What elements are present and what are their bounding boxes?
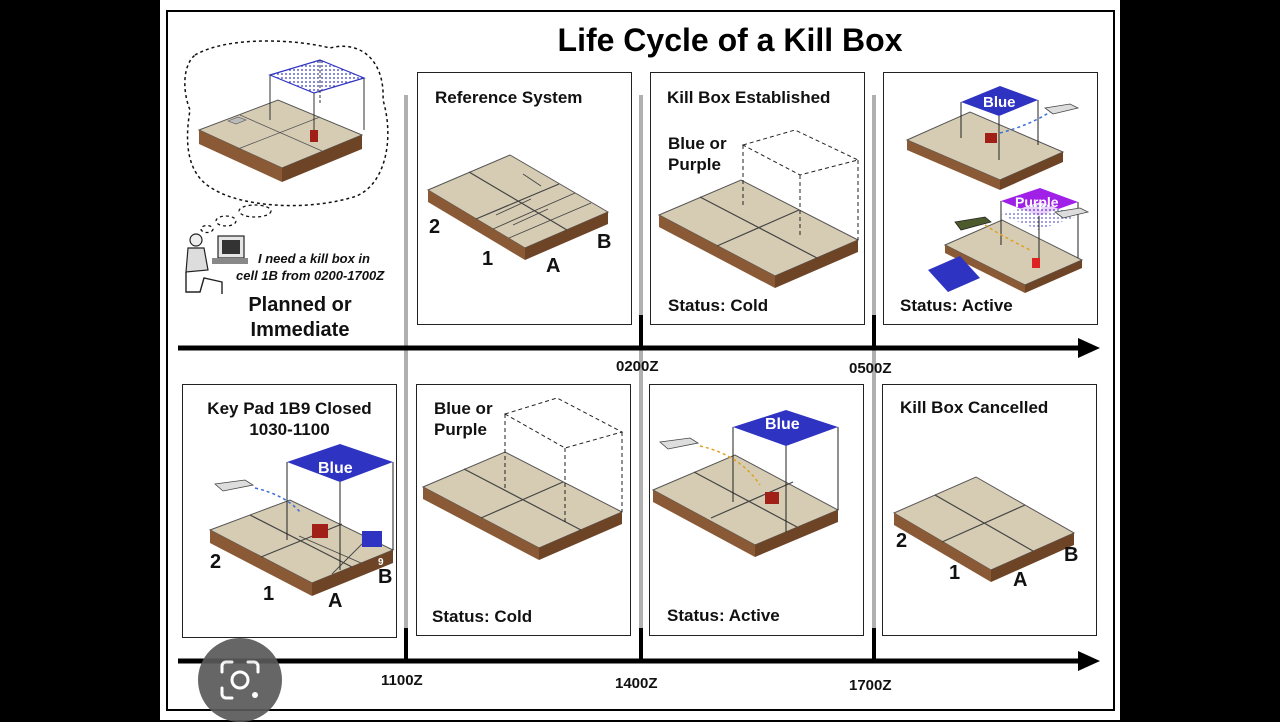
- keypad-kill-box: [208, 444, 395, 596]
- active-top-purple-label: Purple: [1015, 194, 1059, 210]
- time-label-0500z: 0500Z: [849, 360, 892, 377]
- keypad-blue-label: Blue: [318, 460, 353, 477]
- cold-bottom-status: Status: Cold: [432, 607, 533, 626]
- planning-request-quote: I need a kill box in cell 1B from 0200-1…: [236, 250, 416, 284]
- cancelled-kill-box: [892, 476, 1076, 582]
- established-kill-box: [657, 129, 860, 288]
- established-box-label: Blue or Purple: [668, 133, 727, 175]
- cold-bottom-kill-box: [421, 397, 624, 560]
- keypad-number-label: 9: [378, 557, 384, 568]
- cancelled-title: Kill Box Cancelled: [900, 398, 1049, 417]
- timeline-arrow-top: [178, 315, 1100, 358]
- keypad-grid-label-b: B: [378, 566, 393, 588]
- keypad-title-line-2: 1030-1100: [249, 420, 330, 439]
- planning-mode-line-2: Immediate: [250, 319, 350, 341]
- active-top-status: Status: Active: [900, 296, 1013, 315]
- time-label-1400z: 1400Z: [615, 675, 658, 692]
- keypad-title-line-1: Key Pad 1B9 Closed: [207, 399, 372, 418]
- time-dividers: [404, 95, 876, 635]
- reference-grid-label-1: 1: [482, 248, 494, 270]
- planning-mode-label: Planned or Immediate: [220, 293, 380, 343]
- cold-bottom-box-label: Blue or Purple: [434, 398, 493, 440]
- active-bottom-status: Status: Active: [667, 606, 780, 625]
- cancelled-grid-label-2: 2: [896, 530, 908, 552]
- camera-search-icon: [220, 660, 260, 700]
- time-label-1100z: 1100Z: [381, 672, 423, 689]
- reference-title: Reference System: [435, 88, 583, 107]
- established-box-label-line-1: Blue or: [668, 134, 727, 153]
- active-bottom-kill-box: [651, 410, 840, 557]
- keypad-title: Key Pad 1B9 Closed 1030-1100: [182, 398, 397, 440]
- established-status: Status: Cold: [668, 296, 769, 315]
- cancelled-grid-label-1: 1: [949, 562, 961, 584]
- reference-grid-label-b: B: [597, 231, 612, 253]
- cold-bottom-box-label-line-2: Purple: [434, 420, 487, 439]
- active-top-blue-label: Blue: [983, 94, 1016, 111]
- slide-frame: [166, 10, 1115, 711]
- established-box-label-line-2: Purple: [668, 155, 721, 174]
- planning-mode-line-1: Planned or: [248, 294, 352, 316]
- cold-bottom-box-label-line-1: Blue or: [434, 399, 493, 418]
- active-bottom-blue-label: Blue: [765, 416, 800, 433]
- page-title: Life Cycle of a Kill Box: [557, 22, 903, 58]
- planning-kill-box-sketch: [197, 59, 366, 182]
- cancelled-grid-label-b: B: [1064, 544, 1079, 566]
- lens-search-button[interactable]: [198, 638, 282, 722]
- reference-grid-label-2: 2: [429, 216, 441, 238]
- timeline-arrow-bottom: [178, 628, 1100, 671]
- time-label-1700z: 1700Z: [849, 677, 892, 694]
- reference-grid-label-a: A: [546, 255, 561, 277]
- cancelled-grid-label-a: A: [1013, 569, 1028, 591]
- active-purple-kill-box: [928, 188, 1090, 293]
- operator-figure: [185, 233, 248, 294]
- reference-grid: [426, 154, 610, 260]
- quote-line-2: cell 1B from 0200-1700Z: [236, 268, 385, 283]
- keypad-grid-label-a: A: [328, 590, 343, 612]
- keypad-grid-label-1: 1: [263, 583, 275, 605]
- active-blue-kill-box: [905, 86, 1080, 190]
- established-title: Kill Box Established: [667, 88, 831, 107]
- quote-line-1: I need a kill box in: [258, 251, 370, 266]
- keypad-grid-label-2: 2: [210, 551, 222, 573]
- time-label-0200z: 0200Z: [616, 358, 659, 375]
